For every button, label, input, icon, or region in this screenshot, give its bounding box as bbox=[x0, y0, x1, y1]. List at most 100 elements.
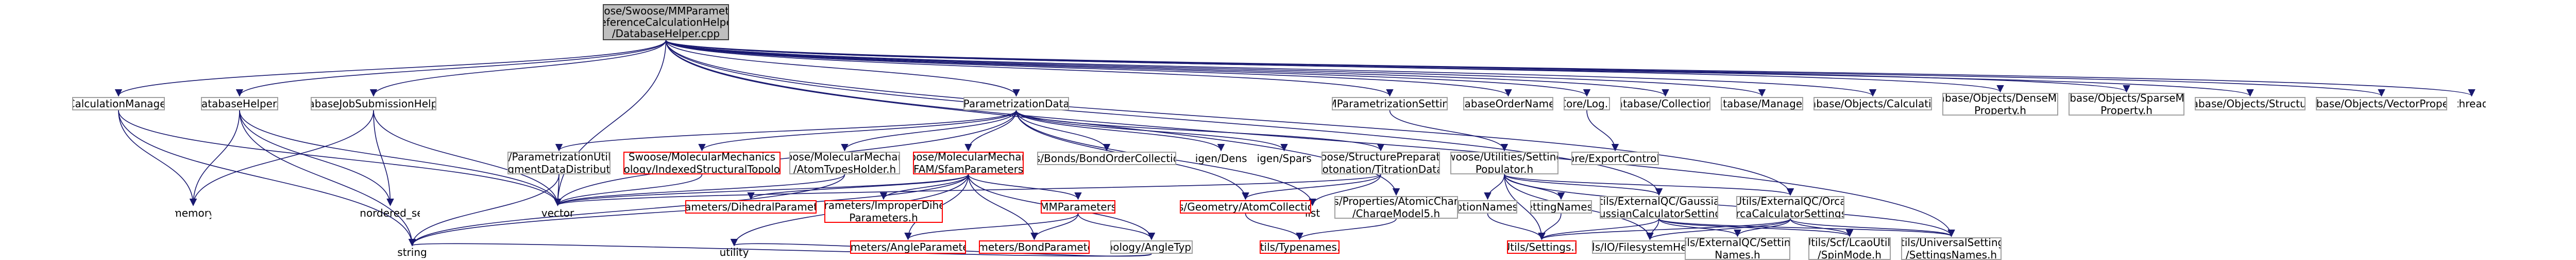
fragment-data-distributor-node[interactable]: ../ParametrizationUtils /FragmentDataDis… bbox=[507, 152, 611, 174]
settings-populator-node[interactable]: Swoose/Utilities/Settings Populator.h bbox=[1450, 152, 1558, 174]
core-export-control-node[interactable]: Core/ExportControl.h bbox=[1571, 152, 1659, 165]
edge-calcmgr-to-vector bbox=[118, 110, 562, 206]
mm-parameters-node[interactable]: ../MMParameters.h bbox=[1041, 200, 1115, 214]
vector-header-node: vector bbox=[541, 207, 574, 219]
edge-mmparams-to-angletype bbox=[1077, 213, 1156, 240]
bond-order-collection-node[interactable]: Utils/Bonds/BondOrderCollection.h bbox=[1037, 152, 1176, 165]
typenames-node[interactable]: Utils/Typenames.h bbox=[1260, 240, 1340, 254]
edge-gaussian-to-spinmode bbox=[1658, 218, 1853, 237]
option-names-node[interactable]: OptionNames.h bbox=[1458, 200, 1517, 214]
edge-calcmgr-to-memory bbox=[118, 110, 197, 206]
charge-model5-node[interactable]: Utils/Properties/AtomicCharges /ChargeMo… bbox=[1334, 196, 1458, 219]
edge-root-to-ordernames bbox=[665, 40, 1512, 97]
indexed-structural-topology-node[interactable]: Swoose/MolecularMechanics /Topology/Inde… bbox=[623, 152, 781, 174]
source-file-node: src/Swoose/Swoose/MMParametrization /Ref… bbox=[603, 4, 729, 40]
edge-orca-to-qcfilesystem bbox=[1646, 218, 1791, 240]
atom-types-holder-node[interactable]: Swoose/MolecularMechanics /AtomTypesHold… bbox=[789, 152, 900, 174]
edge-sfam-to-dihedral bbox=[747, 174, 969, 200]
edge-paramdata-to-eigensparse bbox=[1015, 110, 1288, 152]
edge-dbhelper-to-vector bbox=[239, 110, 562, 206]
edge-atomtypes-to-vector bbox=[554, 174, 845, 206]
angle-type-node[interactable]: Topology/AngleType.h bbox=[1110, 240, 1193, 254]
edge-paramdata-to-atomtypes bbox=[841, 110, 1017, 152]
edge-sfam-to-mmparams bbox=[968, 174, 1082, 200]
database-job-submission-helper-node[interactable]: DatabaseJobSubmissionHelper.h bbox=[311, 97, 436, 110]
edge-mmparams-to-angleparams bbox=[904, 213, 1079, 240]
edge-dbjob-to-unordered bbox=[373, 110, 394, 206]
edge-fragdist-to-string bbox=[408, 174, 560, 247]
sparse-matrix-property-node[interactable]: Database/Objects/SparseMatrix Property.h bbox=[2069, 93, 2184, 116]
edge-atomiccharges-to-typenames bbox=[1296, 218, 1397, 240]
edge-paramdata-to-bondorder bbox=[1015, 110, 1111, 152]
vector-property-node[interactable]: Database/Objects/VectorProperty.h bbox=[2316, 97, 2447, 110]
eigen-dense-node: Eigen/Dense bbox=[1195, 152, 1247, 165]
edge-root-to-dbmanager bbox=[665, 40, 1766, 97]
edge-root-to-dbcollection bbox=[665, 40, 1669, 97]
edge-protonation-to-atomcoll bbox=[1242, 174, 1381, 200]
dependency-edges bbox=[115, 40, 2475, 257]
edge-sfam-to-bondparams bbox=[968, 174, 1038, 240]
edge-paramdata-to-fragdist bbox=[555, 110, 1017, 152]
edge-mmsettings-to-settingspop bbox=[1389, 110, 1509, 152]
edge-gaussian-to-utilssettings bbox=[1538, 218, 1659, 240]
database-structure-node[interactable]: Database/Objects/Structure.h bbox=[2195, 97, 2306, 110]
dihedral-parameters-node[interactable]: ../Parameters/DihedralParameters.h bbox=[685, 200, 817, 214]
core-log-node[interactable]: Core/Log.h bbox=[1564, 97, 1610, 110]
edge-orca-to-extsettingnames bbox=[1734, 218, 1791, 237]
utility-header-node: utility bbox=[719, 247, 749, 258]
angle-parameters-node[interactable]: Parameters/AngleParameters.h bbox=[850, 240, 966, 254]
edge-root-to-dbhelper bbox=[236, 40, 667, 97]
edge-orca-to-spinmode bbox=[1790, 218, 1854, 237]
utils-settings-node[interactable]: Utils/Settings.h bbox=[1507, 240, 1577, 254]
setting-names-node[interactable]: SettingNames.h bbox=[1530, 200, 1592, 214]
titration-data-node[interactable]: Swoose/StructurePreparation /Protonation… bbox=[1321, 152, 1440, 174]
database-manager-node[interactable]: Database/Manager.h bbox=[1721, 97, 1803, 110]
edge-paramdata-to-eigendense bbox=[1015, 110, 1225, 152]
unordered-set-header-node: unordered_set bbox=[361, 207, 420, 219]
edge-orca-to-utilssettings bbox=[1538, 218, 1791, 240]
database-helper-node[interactable]: DatabaseHelper.h bbox=[201, 97, 278, 110]
database-calculation-node[interactable]: Database/Objects/Calculation.h bbox=[1814, 97, 1932, 110]
universal-settings-names-node[interactable]: Utils/UniversalSettings /SettingsNames.h bbox=[1901, 237, 2002, 260]
database-collection-node[interactable]: Database/Collection.h bbox=[1620, 97, 1710, 110]
edge-root-to-dbjob bbox=[369, 40, 667, 97]
parametrization-data-node[interactable]: ../ParametrizationData.h bbox=[963, 97, 1069, 110]
calculation-manager-node[interactable]: ../CalculationManager.h bbox=[72, 97, 165, 110]
edge-settingspop-to-univsettings bbox=[1504, 174, 1955, 237]
gaussian-calculator-settings-node[interactable]: Utils/ExternalQC/Gaussian /GaussianCalcu… bbox=[1600, 196, 1718, 219]
edge-orca-to-univsettings bbox=[1790, 218, 1955, 237]
edge-settingspop-to-utilssettings bbox=[1504, 174, 1546, 240]
edge-corelog-to-coreexport bbox=[1586, 110, 1619, 152]
edge-root-to-mmsettings bbox=[665, 40, 1394, 97]
atom-collection-node[interactable]: Utils/Geometry/AtomCollection.h bbox=[1180, 200, 1311, 214]
edge-settingspop-to-orca bbox=[1504, 174, 1794, 196]
edge-paramdata-to-sfam bbox=[964, 110, 1017, 152]
spin-mode-node[interactable]: Utils/Scf/LcaoUtils /SpinMode.h bbox=[1808, 237, 1891, 260]
edge-dbhelper-to-string bbox=[239, 110, 416, 247]
edge-dbhelper-to-unordered bbox=[239, 110, 394, 206]
sfam-parameters-node[interactable]: Swoose/MolecularMechanics /SFAM/SfamPara… bbox=[913, 152, 1024, 174]
edge-root-to-orca bbox=[665, 40, 1794, 196]
edge-root-to-thread bbox=[665, 40, 2475, 97]
bond-parameters-node[interactable]: Parameters/BondParameters.h bbox=[979, 240, 1090, 254]
database-order-names-node[interactable]: DatabaseOrderNames.h bbox=[1463, 97, 1553, 110]
edge-paramdata-to-vector bbox=[554, 110, 1017, 206]
thread-header-node: thread bbox=[2458, 98, 2486, 110]
edge-paramdata-to-indexedtopo bbox=[698, 110, 1017, 152]
edge-mmparams-to-bondparams bbox=[1030, 213, 1079, 240]
orca-calculator-settings-node[interactable]: Utils/ExternalQC/Orca /OrcaCalculatorSet… bbox=[1736, 196, 1844, 219]
edge-protonation-to-vector bbox=[554, 174, 1381, 206]
edge-indexedtopo-to-vector bbox=[554, 174, 703, 206]
dense-matrix-property-node[interactable]: Database/Objects/DenseMatrix Property.h bbox=[1942, 93, 2058, 116]
edge-protonation-to-list bbox=[1309, 174, 1381, 206]
string-header-node: string bbox=[397, 247, 427, 258]
mm-parametrization-settings-node[interactable]: ../MMParametrizationSettings.h bbox=[1332, 97, 1448, 110]
edge-root-to-paramdata bbox=[665, 40, 1020, 97]
improper-dihedral-parameters-node[interactable]: ../Parameters/ImproperDihedral Parameter… bbox=[824, 200, 943, 223]
external-qc-settings-names-node[interactable]: Utils/ExternalQC/Settings Names.h bbox=[1685, 237, 1790, 260]
edge-calcmgr-to-string bbox=[118, 110, 416, 247]
eigen-sparse-node: Eigen/Sparse bbox=[1257, 152, 1311, 165]
edge-sfam-to-vector bbox=[554, 174, 969, 206]
